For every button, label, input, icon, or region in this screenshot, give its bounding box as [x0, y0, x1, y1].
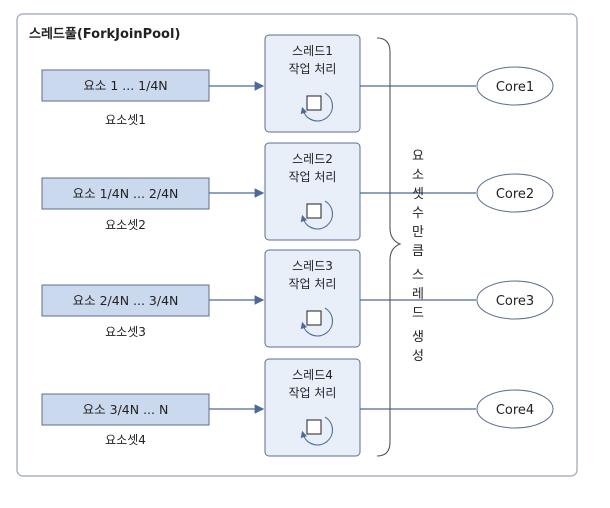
row-4: 요소 3/4N ... N 요소셋4 스레드4 작업 처리 Core4	[41, 358, 554, 457]
thread-box	[264, 34, 361, 133]
thread-box	[264, 142, 361, 241]
task-cycle-icon	[300, 92, 333, 122]
thread-pool-box	[16, 13, 578, 477]
core-label: Core3	[496, 294, 534, 309]
element-box	[41, 69, 210, 102]
side-label-char: 생	[412, 330, 424, 345]
core-label: Core4	[496, 403, 534, 418]
thread-box	[264, 249, 361, 348]
side-label-char: 드	[412, 306, 424, 321]
task-cycle-icon	[300, 416, 333, 446]
set-label: 요소셋1	[105, 113, 146, 127]
core-ellipse	[476, 66, 554, 106]
side-label-char: 소	[412, 168, 424, 183]
row-3: 요소 2/4N ... 3/4N 요소셋3 스레드3 작업 처리 Core3	[41, 249, 554, 348]
task-label: 작업 처리	[289, 170, 337, 184]
side-label-char: 레	[412, 287, 424, 302]
set-label: 요소셋3	[105, 325, 146, 339]
task-cycle-icon	[300, 200, 333, 230]
side-label-char: 만	[412, 225, 424, 240]
element-box	[41, 284, 210, 317]
element-box	[41, 393, 210, 426]
pool-title: 스레드풀(ForkJoinPool)	[29, 27, 180, 42]
core-label: Core1	[496, 80, 534, 95]
thread-label: 스레드2	[292, 152, 333, 166]
side-label-char: 수	[412, 206, 424, 221]
side-label-char: 요	[412, 149, 424, 164]
row-2: 요소 1/4N ... 2/4N 요소셋2 스레드2 작업 처리 Core2	[41, 142, 554, 241]
set-label: 요소셋4	[105, 433, 146, 447]
task-label: 작업 처리	[289, 386, 337, 400]
task-label: 작업 처리	[289, 277, 337, 291]
thread-group-brace	[376, 37, 402, 457]
thread-label: 스레드3	[292, 259, 333, 273]
side-label-char: 큼	[412, 244, 424, 259]
task-cycle-icon	[300, 307, 333, 337]
row-1: 요소 1 ... 1/4N 요소셋1 스레드1 작업 처리 Core1	[41, 34, 554, 133]
thread-label: 스레드1	[292, 44, 333, 58]
core-ellipse	[476, 280, 554, 320]
core-label: Core2	[496, 187, 534, 202]
set-label: 요소셋2	[105, 218, 146, 232]
task-label: 작업 처리	[289, 62, 337, 76]
element-label: 요소 2/4N ... 3/4N	[73, 293, 179, 308]
element-label: 요소 1/4N ... 2/4N	[73, 186, 179, 201]
element-label: 요소 3/4N ... N	[83, 402, 169, 417]
thread-box	[264, 358, 361, 457]
side-label-char: 성	[412, 349, 424, 364]
element-box	[41, 177, 210, 210]
core-ellipse	[476, 389, 554, 429]
thread-label: 스레드4	[292, 368, 333, 382]
element-label: 요소 1 ... 1/4N	[83, 78, 167, 93]
side-label-char: 셋	[412, 187, 424, 202]
side-label-char: 스	[412, 268, 424, 283]
side-label: 요 소 셋 수 만 큼 스 레 드 생 성	[412, 149, 424, 364]
core-ellipse	[476, 173, 554, 213]
